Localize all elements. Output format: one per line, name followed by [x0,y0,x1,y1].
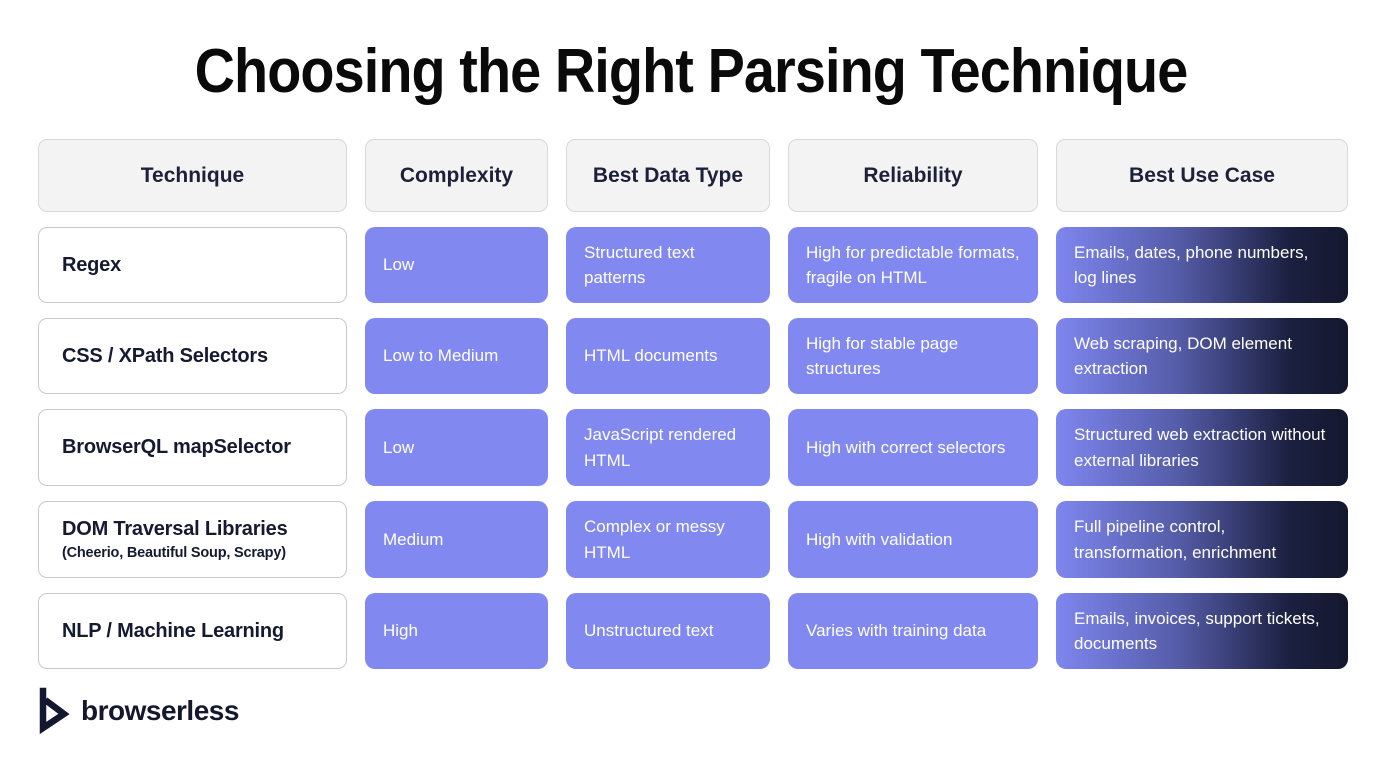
complexity-cell: High [365,593,548,669]
complexity-cell: Low to Medium [365,318,548,394]
technique-name: Regex [62,253,122,276]
cell-text: Emails, invoices, support tickets, docum… [1074,608,1320,654]
reliability-cell: Varies with training data [788,593,1038,669]
best-use-case-cell: Web scraping, DOM element extraction [1056,318,1348,394]
cell-text: High for predictable formats, fragile on… [806,242,1020,288]
technique-name: CSS / XPath Selectors [62,344,268,367]
best-data-type-cell: Unstructured text [566,593,770,669]
cell-text: Structured web extraction without extern… [1074,425,1326,470]
cell-text: Complex or messy HTML [584,517,725,562]
technique-cell-browserql: BrowserQL mapSelector [38,409,347,486]
cell-text: Low to Medium [383,346,499,366]
cell-text: Medium [383,529,444,549]
best-use-case-cell: Structured web extraction without extern… [1056,409,1348,486]
column-header-best-use-case: Best Use Case [1056,139,1348,212]
cell-text: Full pipeline control, transformation, e… [1074,517,1277,562]
cell-text: High for stable page structures [806,333,959,379]
best-use-case-cell: Emails, invoices, support tickets, docum… [1056,593,1348,669]
cell-text: Low [383,255,415,275]
browserless-logo-icon [36,687,70,735]
browserless-wordmark: browserless [81,695,239,726]
technique-cell-dom-traversal: DOM Traversal Libraries (Cheerio, Beauti… [38,501,347,578]
best-data-type-cell: JavaScript rendered HTML [566,409,770,486]
cell-text: High with validation [806,529,953,549]
best-data-type-cell: Structured text patterns [566,227,770,303]
best-use-case-cell: Full pipeline control, transformation, e… [1056,501,1348,578]
reliability-cell: High for predictable formats, fragile on… [788,227,1038,303]
cell-text: Varies with training data [806,621,987,641]
technique-name: BrowserQL mapSelector [62,436,291,458]
cell-text: HTML documents [584,346,718,366]
cell-text: Emails, dates, phone numbers, log lines [1074,242,1309,288]
technique-name: NLP / Machine Learning [62,619,284,642]
best-use-case-cell: Emails, dates, phone numbers, log lines [1056,227,1348,303]
cell-text: High with correct selectors [806,437,1006,457]
complexity-cell: Medium [365,501,548,578]
technique-name: DOM Traversal Libraries [62,518,288,540]
technique-cell-nlp-ml: NLP / Machine Learning [38,593,347,669]
cell-text: Unstructured text [584,621,714,641]
cell-text: JavaScript rendered HTML [584,425,737,470]
column-header-best-data-type: Best Data Type [566,139,770,212]
cell-text: Structured text patterns [584,242,695,288]
best-data-type-cell: Complex or messy HTML [566,501,770,578]
technique-cell-css-xpath: CSS / XPath Selectors [38,318,347,394]
reliability-cell: High with correct selectors [788,409,1038,486]
cell-text: High [383,621,418,641]
complexity-cell: Low [365,409,548,486]
reliability-cell: High with validation [788,501,1038,578]
page-title: Choosing the Right Parsing Technique [194,37,1189,106]
technique-note: (Cheerio, Beautiful Soup, Scrapy) [62,545,286,561]
column-header-technique: Technique [38,139,347,212]
cell-text: Low [383,437,415,457]
reliability-cell: High for stable page structures [788,318,1038,394]
cell-text: Web scraping, DOM element extraction [1074,333,1292,379]
browserless-logo: browserless [36,686,239,736]
column-header-complexity: Complexity [365,139,548,212]
comparison-table: Technique Complexity Best Data Type Reli… [38,139,1348,669]
column-header-reliability: Reliability [788,139,1038,212]
best-data-type-cell: HTML documents [566,318,770,394]
technique-cell-regex: Regex [38,227,347,303]
complexity-cell: Low [365,227,548,303]
